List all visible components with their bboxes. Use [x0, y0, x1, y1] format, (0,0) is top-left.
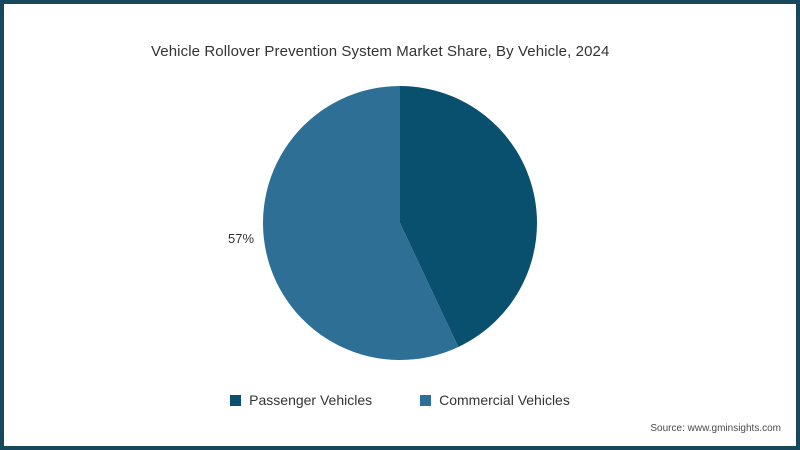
pie-slice-passenger-vehicles[interactable] — [400, 86, 537, 347]
legend-item-commercial-vehicles[interactable]: Commercial Vehicles — [420, 392, 570, 408]
pie-chart-plot-area — [263, 86, 537, 360]
legend-label-commercial-vehicles: Commercial Vehicles — [439, 392, 570, 408]
legend-label-passenger-vehicles: Passenger Vehicles — [249, 392, 373, 408]
figure-border-right — [796, 0, 800, 450]
square-swatch-icon — [230, 394, 242, 406]
legend-item-passenger-vehicles[interactable]: Passenger Vehicles — [230, 392, 372, 408]
slice-label-commercial-vehicles: 57% — [228, 231, 255, 246]
source-note: Source: www.gminsights.com — [650, 423, 781, 434]
figure-border-top — [0, 0, 800, 4]
figure-border-bottom — [0, 446, 800, 450]
pie-chart-svg — [263, 86, 537, 360]
figure-border-left — [0, 0, 4, 450]
square-swatch-icon — [420, 394, 432, 406]
pie-slice-commercial-vehicles[interactable] — [263, 86, 459, 360]
chart-title: Vehicle Rollover Prevention System Marke… — [151, 43, 610, 60]
chart-legend: Passenger Vehicles Commercial Vehicles — [0, 392, 800, 408]
